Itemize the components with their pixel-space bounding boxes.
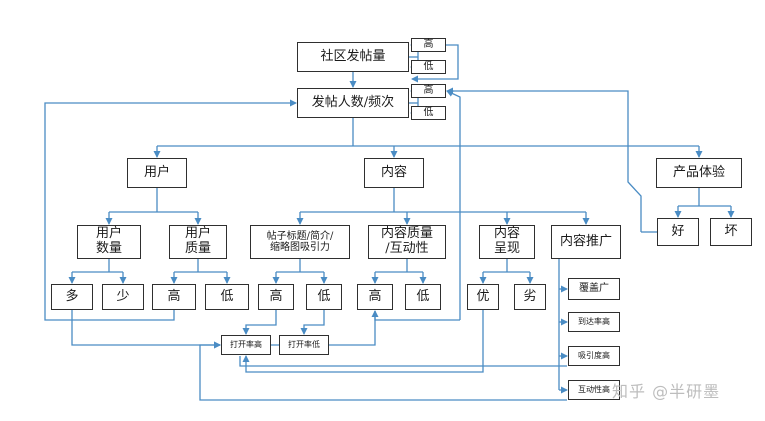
presentation-box: 内容 呈现 [479,225,535,259]
connector-59 [242,310,484,373]
good-label: 好 [671,223,685,239]
content-quality-high-box: 高 [357,284,393,310]
bad-label: 坏 [724,223,738,239]
connector-65 [446,87,642,232]
interactivity-label: 互动性高 [578,385,610,395]
content-label: 内容 [380,164,407,180]
excellent-label: 优 [476,288,490,304]
connector-61 [199,341,567,401]
posters-label: 发帖人数/频次 [311,94,395,110]
user-quality-low-label: 低 [220,288,234,304]
content-quality-label: 内容质量 /互动性 [380,226,433,256]
user-quality-low-box: 低 [205,284,249,310]
post-volume-high-label: 高 [423,39,434,51]
title-appeal-low-label: 低 [317,288,331,304]
poor-box: 劣 [514,284,546,310]
open-rate-low-label: 打开率低 [288,340,320,350]
product-box: 产品体验 [656,158,742,188]
title-appeal-low-box: 低 [306,284,342,310]
content-quality-high-label: 高 [368,288,382,304]
user-label: 用户 [143,164,170,180]
good-box: 好 [657,218,699,246]
connector-63 [374,311,460,321]
user-quality-box: 用户 质量 [169,225,227,259]
open-rate-high-box: 打开率高 [221,335,271,355]
reach-rate-box: 到达率高 [568,312,620,332]
posters-high-box: 高 [411,84,446,98]
title-appeal-label: 帖子标题/简介/ 缩略图吸引力 [266,230,334,254]
connector-64 [446,90,461,300]
open-rate-low-box: 打开率低 [279,335,329,355]
few-box: 少 [102,284,144,310]
post-volume-high-box: 高 [411,38,446,52]
user-quality-high-label: 高 [167,288,181,304]
coverage-box: 覆盖广 [568,278,620,300]
title-appeal-box: 帖子标题/简介/ 缩略图吸引力 [250,225,350,259]
promotion-label: 内容推广 [559,233,612,249]
connector-5 [411,44,459,83]
presentation-label: 内容 呈现 [493,226,520,256]
few-label: 少 [116,288,130,304]
title-appeal-high-box: 高 [258,284,294,310]
attraction-box: 吸引度高 [568,346,620,366]
posters-low-label: 低 [423,107,434,119]
connector-57 [242,310,277,335]
content-box: 内容 [364,158,424,188]
user-quality-label: 用户 质量 [184,226,211,256]
connector-54 [71,310,221,349]
user-count-label: 用户 数量 [95,226,122,256]
promotion-box: 内容推广 [551,225,621,259]
content-quality-box: 内容质量 /互动性 [368,225,446,259]
posters-box: 发帖人数/频次 [297,88,409,118]
content-quality-low-box: 低 [405,284,441,310]
many-label: 多 [65,288,79,304]
many-box: 多 [51,284,93,310]
interactivity-box: 互动性高 [568,380,620,400]
post-volume-low-box: 低 [411,60,446,74]
product-label: 产品体验 [672,164,725,180]
reach-rate-label: 到达率高 [578,317,610,327]
connector-60 [239,356,567,367]
posters-high-label: 高 [423,85,434,97]
user-box: 用户 [127,158,187,188]
user-quality-high-box: 高 [152,284,196,310]
poor-label: 劣 [523,288,537,304]
post-volume-label: 社区发帖量 [320,48,386,64]
bad-box: 坏 [710,218,752,246]
connector-55 [44,99,297,321]
attraction-label: 吸引度高 [578,351,610,361]
post-volume-low-label: 低 [423,61,434,73]
posters-low-box: 低 [411,106,446,120]
open-rate-high-label: 打开率高 [230,340,262,350]
coverage-label: 覆盖广 [579,283,609,295]
watermark: 知乎 @半研墨 [612,382,721,401]
user-count-box: 用户 数量 [77,225,141,259]
post-volume-box: 社区发帖量 [297,42,409,72]
title-appeal-high-label: 高 [269,288,283,304]
excellent-box: 优 [467,284,499,310]
connector-58 [300,310,325,335]
content-quality-low-label: 低 [416,288,430,304]
